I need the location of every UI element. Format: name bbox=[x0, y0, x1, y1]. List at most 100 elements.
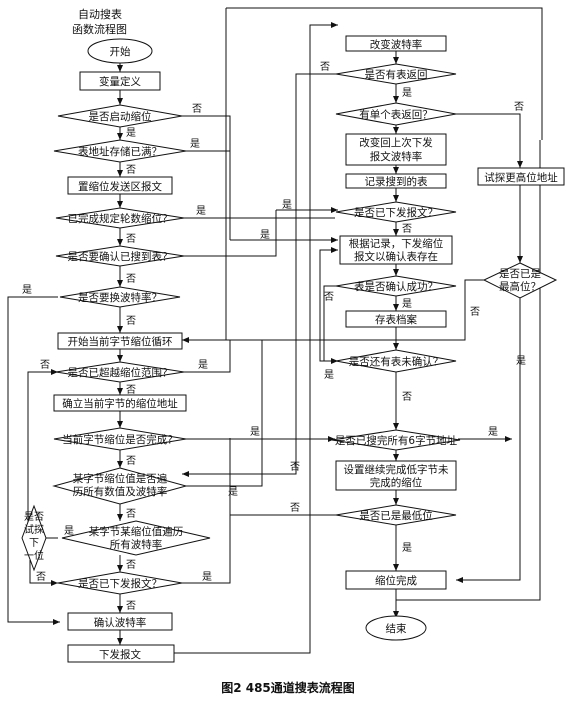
svg-text:是否要换波特率？: 是否要换波特率？ bbox=[78, 291, 162, 304]
svg-text:否: 否 bbox=[126, 233, 136, 245]
change-baud-box: 改变波特率 bbox=[345, 35, 447, 52]
svg-text:否: 否 bbox=[126, 600, 136, 612]
svg-text:是否已下发报文？: 是否已下发报文？ bbox=[354, 206, 438, 219]
svg-text:是否要确认已搜到表？: 是否要确认已搜到表？ bbox=[68, 250, 173, 263]
svg-text:确认波特率: 确认波特率 bbox=[94, 616, 147, 629]
record-meter-box: 记录搜到的表 bbox=[345, 173, 447, 189]
svg-text:变量定义: 变量定义 bbox=[99, 75, 141, 88]
svg-text:否: 否 bbox=[36, 571, 46, 583]
svg-text:是: 是 bbox=[402, 298, 412, 310]
svg-text:表地址存储已满？: 表地址存储已满？ bbox=[78, 145, 162, 158]
svg-text:是: 是 bbox=[190, 138, 200, 150]
svg-text:报文波特率: 报文波特率 bbox=[370, 150, 423, 163]
edge-labels: 否 是 是 否 是 否 是 否 是 否 是 否 否 是 否 是 是 否 否 否 … bbox=[22, 61, 526, 612]
svg-text:是: 是 bbox=[260, 229, 270, 241]
svg-text:是: 是 bbox=[198, 359, 208, 371]
figure-caption: 图2 485通道搜表流程图 bbox=[221, 680, 355, 695]
svg-text:是: 是 bbox=[402, 542, 412, 554]
continue-low-byte-box: 设置继续完成低字节未 完成的缩位 bbox=[335, 460, 457, 491]
restore-baud-box: 改变回上次下发 报文波特率 bbox=[345, 133, 447, 166]
svg-text:否: 否 bbox=[126, 315, 136, 327]
svg-text:根据记录，下发缩位: 根据记录，下发缩位 bbox=[349, 237, 444, 250]
svg-text:表是否确认成功？: 表是否确认成功？ bbox=[354, 280, 438, 293]
svg-text:否: 否 bbox=[514, 101, 524, 113]
svg-text:某字节缩位值是否遍: 某字节缩位值是否遍 bbox=[73, 472, 168, 485]
auto-shrink-decision: 是否启动缩位 bbox=[57, 104, 183, 128]
svg-text:否: 否 bbox=[402, 391, 412, 403]
svg-text:否: 否 bbox=[290, 502, 300, 514]
lowest-bit-decision: 是否已是最低位 bbox=[335, 504, 457, 526]
svg-text:已完成规定轮数缩位？: 已完成规定轮数缩位？ bbox=[68, 212, 173, 225]
svg-text:是: 是 bbox=[324, 369, 334, 381]
svg-text:是否已超越缩位范围？: 是否已超越缩位范围？ bbox=[68, 366, 173, 379]
svg-text:否: 否 bbox=[126, 384, 136, 396]
set-shrink-buffer-box: 置缩位发送区报文 bbox=[67, 176, 173, 195]
svg-text:有单个表返回？: 有单个表返回？ bbox=[359, 108, 433, 121]
table-full-decision: 表地址存储已满？ bbox=[53, 139, 187, 163]
svg-text:是: 是 bbox=[64, 525, 74, 537]
header-line-1: 自动搜表 bbox=[78, 7, 122, 21]
svg-text:完成的缩位: 完成的缩位 bbox=[370, 476, 423, 489]
svg-text:是: 是 bbox=[250, 426, 260, 438]
svg-text:是: 是 bbox=[516, 355, 526, 367]
header-line-2: 函数流程图 bbox=[72, 22, 127, 36]
shrink-done-box: 缩位完成 bbox=[345, 570, 447, 590]
svg-text:是否已是: 是否已是 bbox=[499, 268, 541, 280]
svg-text:否: 否 bbox=[290, 461, 300, 473]
more-unconfirmed-decision: 是否还有表未确认？ bbox=[335, 349, 457, 373]
svg-text:否: 否 bbox=[126, 164, 136, 176]
svg-text:某字节某缩位值遍历: 某字节某缩位值遍历 bbox=[89, 525, 184, 538]
svg-text:试探: 试探 bbox=[24, 523, 44, 536]
set-address-box: 确立当前字节的缩位地址 bbox=[53, 394, 187, 412]
svg-text:否: 否 bbox=[470, 306, 480, 318]
try-next-bit-decision: 是否 试探 下 一位 bbox=[21, 504, 47, 572]
svg-text:下发报文: 下发报文 bbox=[99, 648, 141, 661]
svg-text:最高位？: 最高位？ bbox=[499, 280, 541, 293]
svg-text:是否有表返回: 是否有表返回 bbox=[365, 68, 428, 81]
svg-text:是: 是 bbox=[202, 571, 212, 583]
svg-text:是: 是 bbox=[228, 486, 238, 498]
svg-text:结束: 结束 bbox=[386, 622, 407, 635]
svg-text:否: 否 bbox=[126, 508, 136, 520]
svg-text:确立当前字节的缩位地址: 确立当前字节的缩位地址 bbox=[62, 397, 178, 410]
svg-text:当前字节缩位是否完成？: 当前字节缩位是否完成？ bbox=[62, 433, 178, 446]
end-terminal: 结束 bbox=[365, 615, 427, 641]
svg-text:否: 否 bbox=[126, 559, 136, 571]
svg-text:否: 否 bbox=[126, 455, 136, 467]
svg-text:是: 是 bbox=[488, 426, 498, 438]
svg-text:所有波特率: 所有波特率 bbox=[110, 538, 163, 551]
svg-text:是: 是 bbox=[282, 199, 292, 211]
svg-text:是: 是 bbox=[196, 205, 206, 217]
svg-text:缩位完成: 缩位完成 bbox=[375, 574, 417, 587]
svg-text:改变回上次下发: 改变回上次下发 bbox=[359, 136, 433, 149]
svg-text:存表档案: 存表档案 bbox=[375, 313, 417, 326]
svg-text:是否启动缩位: 是否启动缩位 bbox=[89, 110, 152, 123]
change-baud-decision: 是否要换波特率？ bbox=[59, 286, 181, 308]
sent-right-decision: 是否已下发报文？ bbox=[335, 201, 457, 223]
svg-text:否: 否 bbox=[192, 103, 202, 115]
svg-text:一位: 一位 bbox=[24, 549, 44, 562]
svg-text:否: 否 bbox=[324, 291, 334, 303]
try-higher-box: 试探更高位地址 bbox=[477, 167, 565, 186]
svg-text:报文以确认表存在: 报文以确认表存在 bbox=[354, 250, 438, 263]
svg-text:否: 否 bbox=[40, 359, 50, 371]
byte-done-decision: 当前字节缩位是否完成？ bbox=[53, 427, 187, 451]
send-msg-box: 下发报文 bbox=[67, 644, 175, 663]
confirm-send-box: 根据记录，下发缩位 报文以确认表存在 bbox=[339, 235, 453, 265]
archive-box: 存表档案 bbox=[345, 310, 447, 328]
edges bbox=[7, 7, 543, 654]
svg-text:是否已下发报文？: 是否已下发报文？ bbox=[78, 577, 162, 590]
svg-text:置缩位发送区报文: 置缩位发送区报文 bbox=[78, 180, 162, 193]
confirm-ok-decision: 表是否确认成功？ bbox=[335, 275, 457, 297]
svg-text:是: 是 bbox=[22, 284, 32, 296]
baud-traversed-decision: 某字节某缩位值遍历 所有波特率 bbox=[61, 520, 211, 556]
all-six-bytes-decision: 是否已搜完所有6字节地址 bbox=[331, 429, 461, 451]
confirm-found-decision: 是否要确认已搜到表？ bbox=[55, 245, 185, 267]
svg-text:是否已是最低位: 是否已是最低位 bbox=[359, 509, 433, 522]
svg-text:是: 是 bbox=[126, 127, 136, 139]
rounds-done-decision: 已完成规定轮数缩位？ bbox=[55, 207, 185, 229]
confirm-baud-box: 确认波特率 bbox=[67, 612, 173, 631]
var-def-box: 变量定义 bbox=[79, 71, 161, 91]
svg-text:否: 否 bbox=[402, 223, 412, 235]
